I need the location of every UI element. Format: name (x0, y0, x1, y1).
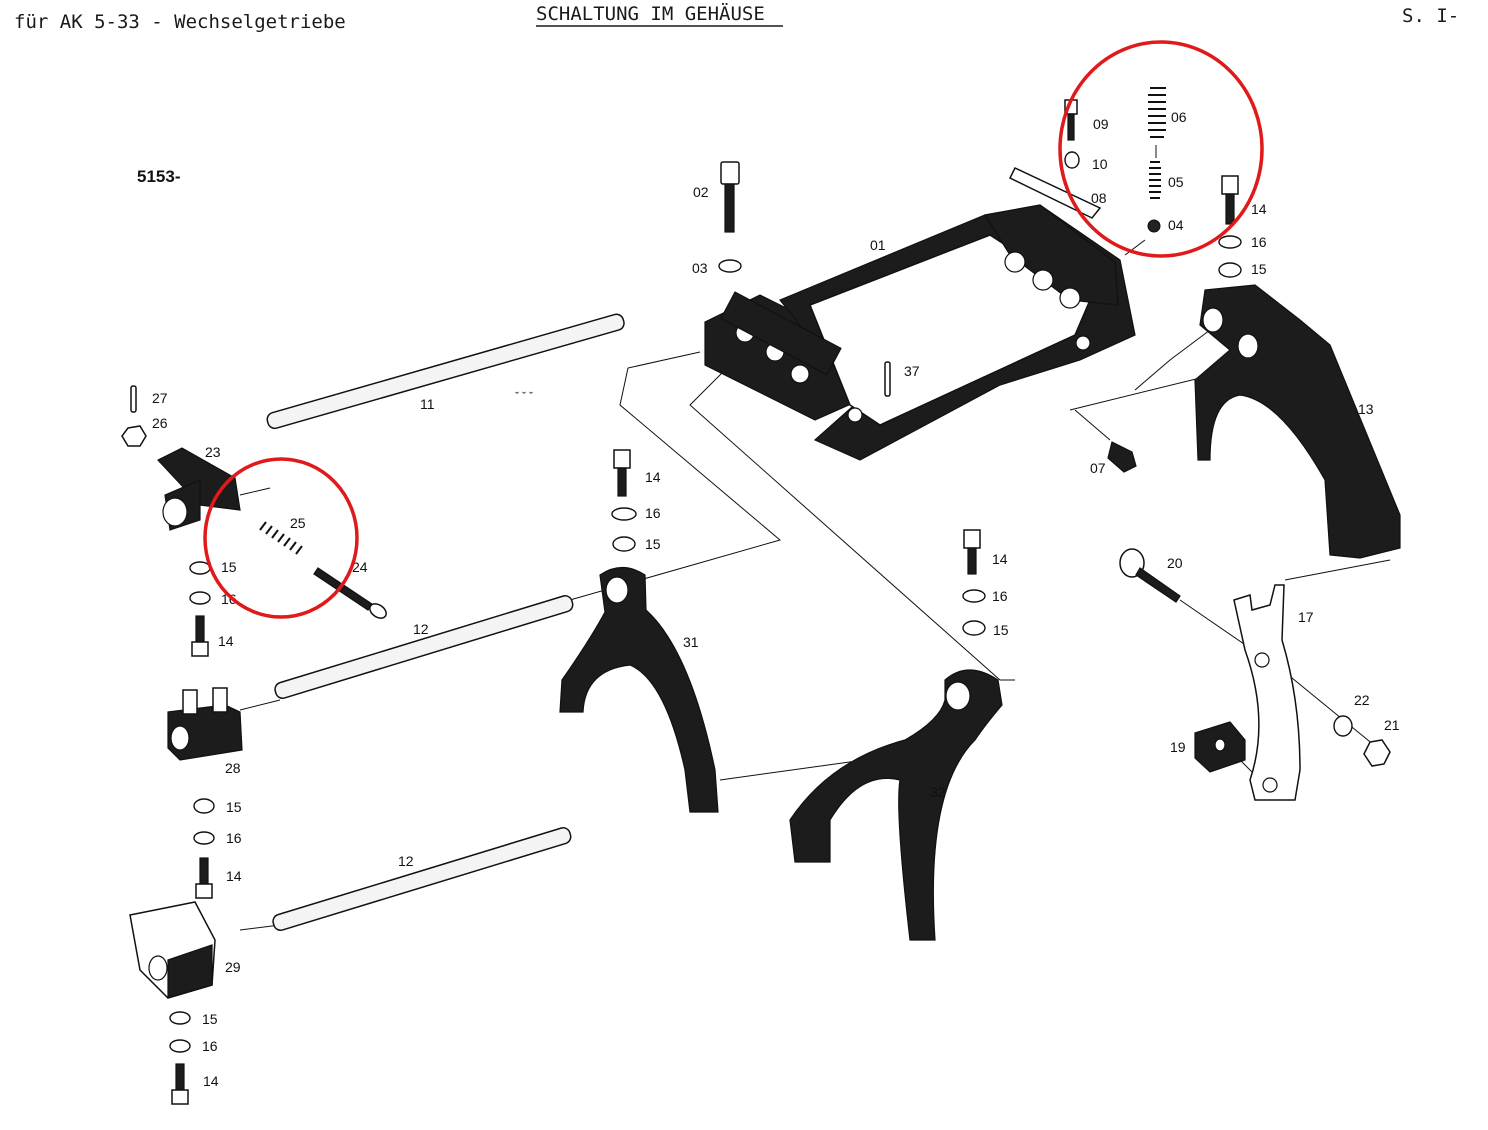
callout-14f: 14 (203, 1073, 219, 1089)
bolt (720, 161, 740, 233)
shift-dog (167, 687, 243, 761)
callout-25: 25 (290, 515, 306, 531)
callout-04: 04 (1168, 217, 1184, 233)
callout-29: 29 (225, 959, 241, 975)
callout-16c: 16 (992, 588, 1008, 604)
callout-22: 22 (1354, 692, 1370, 708)
callout-14c: 14 (992, 551, 1008, 567)
callout-14e: 14 (226, 868, 242, 884)
callout-32: 32 (930, 784, 946, 800)
slider-block (1194, 721, 1246, 773)
callout-07: 07 (1090, 460, 1106, 476)
callout-31: 31 (683, 634, 699, 650)
split-pin (130, 385, 137, 413)
fastener-stack (193, 798, 215, 899)
shift-housing (704, 204, 1136, 461)
callout-17: 17 (1298, 609, 1314, 625)
callout-16f: 16 (202, 1038, 218, 1054)
lock-plate (1008, 167, 1102, 219)
shift-rod (272, 827, 572, 932)
callout-16b: 16 (645, 505, 661, 521)
bolt (313, 567, 387, 619)
shift-dog (129, 901, 216, 999)
callout-01: 01 (870, 237, 886, 253)
part-callouts: 01 02 03 04 05 06 07 08 09 10 11 12 12 1… (152, 109, 1400, 1089)
svg-text:ˇ ˇ ˇ: ˇ ˇ ˇ (515, 389, 533, 403)
callout-02: 02 (693, 184, 709, 200)
callout-15d: 15 (221, 559, 237, 575)
fastener-stack (611, 449, 637, 552)
plug (1107, 441, 1137, 473)
callout-08: 08 (1091, 190, 1107, 206)
callout-14b: 14 (645, 469, 661, 485)
shift-fork (1194, 284, 1401, 559)
spring (1148, 87, 1166, 138)
callout-15a: 15 (1251, 261, 1267, 277)
callout-16d: 16 (221, 591, 237, 607)
header-title: SCHALTUNG IM GEHÄUSE (536, 2, 765, 25)
nut (1363, 739, 1391, 767)
callout-14a: 14 (1251, 201, 1267, 217)
shift-rod (274, 595, 574, 700)
pin (884, 361, 891, 397)
group-number: 5153- (137, 167, 180, 186)
callout-10: 10 (1092, 156, 1108, 172)
callout-16e: 16 (226, 830, 242, 846)
callout-37: 37 (904, 363, 920, 379)
header-page: S. I- (1402, 5, 1459, 27)
callout-06: 06 (1171, 109, 1187, 125)
highlight-circle-selector-spring (203, 457, 359, 619)
callout-13: 13 (1358, 401, 1374, 417)
callout-15e: 15 (226, 799, 242, 815)
callout-05: 05 (1168, 174, 1184, 190)
callout-23: 23 (205, 444, 221, 460)
fastener-stack (169, 1011, 191, 1105)
spring (259, 521, 303, 555)
callout-15f: 15 (202, 1011, 218, 1027)
callout-16a: 16 (1251, 234, 1267, 250)
fastener-stack (189, 561, 211, 657)
callout-27: 27 (152, 390, 168, 406)
interlock-lever (1233, 584, 1301, 801)
callout-09: 09 (1093, 116, 1109, 132)
nut (121, 425, 147, 447)
screw (1119, 548, 1181, 603)
fastener-stack (1218, 175, 1242, 278)
callout-20: 20 (1167, 555, 1183, 571)
shift-rod: ˇ ˇ ˇ (266, 313, 625, 430)
callout-15b: 15 (645, 536, 661, 552)
washer (1333, 715, 1353, 737)
callout-26: 26 (152, 415, 168, 431)
callout-15c: 15 (993, 622, 1009, 638)
fastener-stack (962, 529, 986, 636)
callout-28: 28 (225, 760, 241, 776)
callout-03: 03 (692, 260, 708, 276)
selector-lever (157, 447, 241, 531)
callout-19: 19 (1170, 739, 1186, 755)
highlight-circle-detent (1058, 40, 1264, 258)
spring (1149, 161, 1161, 199)
callout-24: 24 (352, 559, 368, 575)
washer (718, 259, 742, 273)
callout-14d: 14 (218, 633, 234, 649)
assembly-lines (239, 239, 1391, 931)
callout-12a: 12 (413, 621, 429, 637)
callout-11: 11 (420, 396, 435, 412)
washer (1064, 151, 1080, 169)
header-left: für AK 5-33 - Wechselgetriebe (14, 11, 346, 33)
callout-12b: 12 (398, 853, 414, 869)
callout-21: 21 (1384, 717, 1400, 733)
ball (1147, 219, 1161, 233)
shift-fork (789, 669, 1003, 941)
shift-fork (559, 566, 719, 813)
